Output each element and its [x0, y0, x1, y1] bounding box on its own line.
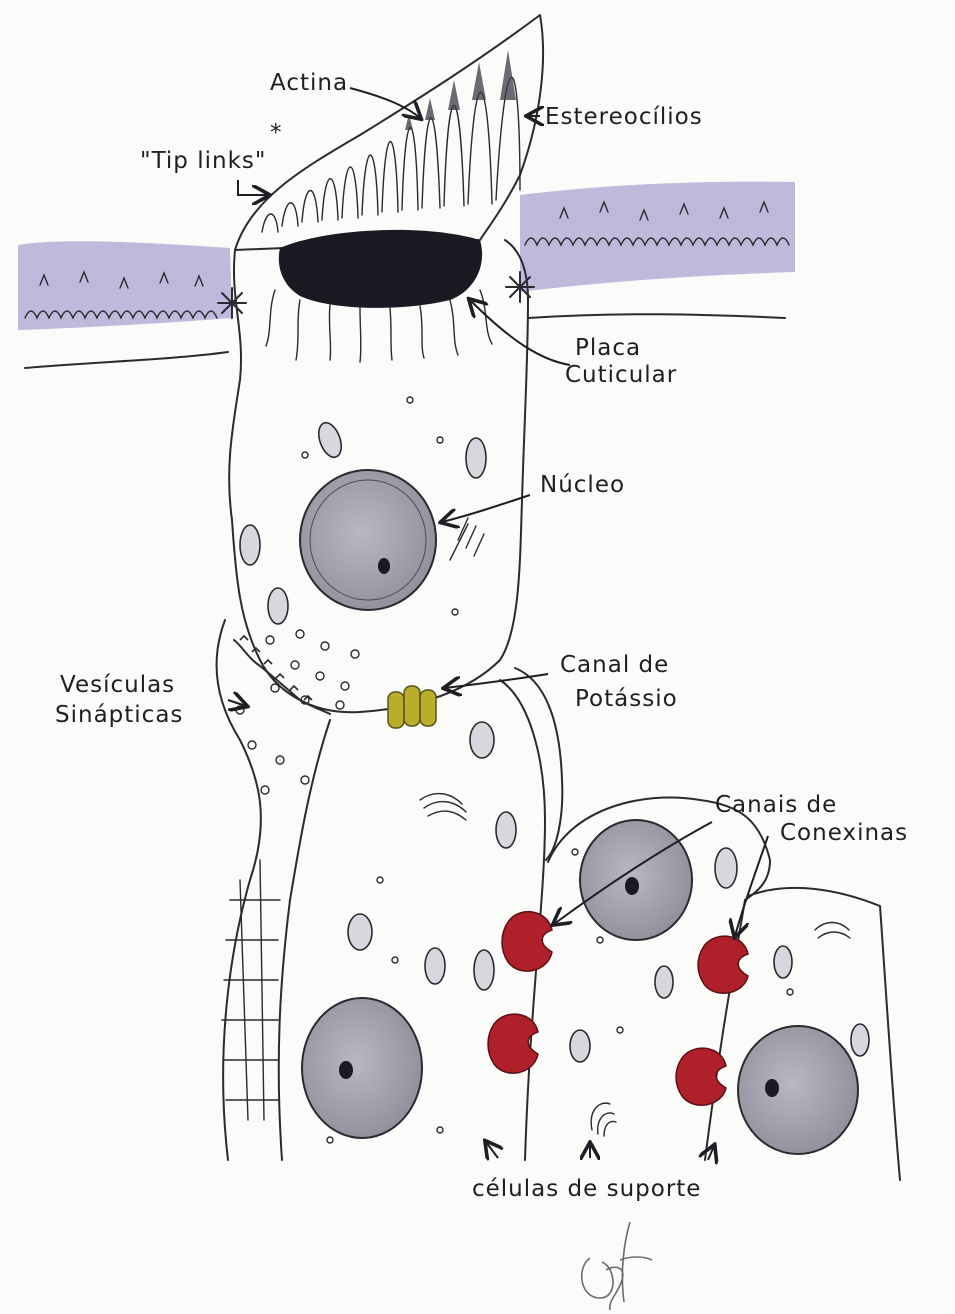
- cuticular-plate: [279, 230, 482, 308]
- label-canal-2: Potássio: [575, 686, 678, 712]
- support-nucleolus-2: [339, 1061, 353, 1079]
- label-vesiculas-2: Sinápticas: [55, 702, 183, 728]
- golgi-4: [815, 923, 850, 939]
- arrow-canais-2: [735, 836, 768, 936]
- support-nucleus-3: [738, 1026, 858, 1154]
- arrow-tip-links: [238, 180, 268, 195]
- label-tip-links-mark: *: [270, 120, 283, 146]
- membrane-right: [520, 182, 795, 292]
- label-placa-1: Placa: [575, 335, 641, 361]
- arrow-nucleo: [442, 495, 530, 522]
- support-nucleolus-1: [625, 877, 639, 895]
- label-estereocilios: Estereocílios: [545, 104, 703, 130]
- label-placa-2: Cuticular: [565, 362, 677, 388]
- connexin-channels: [488, 912, 748, 1106]
- label-canais-1: Canais de: [715, 792, 837, 818]
- actina-cores: [405, 50, 516, 130]
- synaptic-densities: [240, 636, 312, 700]
- nerve-left: [217, 620, 261, 1160]
- signature: [582, 1222, 652, 1310]
- label-actina: Actina: [270, 70, 348, 96]
- nucleolus: [378, 558, 390, 574]
- potassium-channel: [388, 686, 436, 728]
- label-canal-1: Canal de: [560, 652, 669, 678]
- nerve-mesh: [222, 860, 280, 1120]
- golgi-3: [591, 1103, 616, 1136]
- base-line-right: [528, 314, 785, 318]
- label-nucleo: Núcleo: [540, 472, 625, 498]
- base-line-left: [25, 352, 228, 368]
- label-tip-links: "Tip links": [140, 148, 266, 174]
- label-canais-2: Conexinas: [780, 820, 908, 846]
- golgi-1: [450, 518, 484, 560]
- arrow-suporte-3: [708, 1146, 714, 1160]
- support-nucleus-2: [302, 998, 422, 1138]
- support-cell-boundary-1b: [515, 668, 562, 860]
- golgi-2: [420, 794, 466, 820]
- arrow-suporte-1: [486, 1142, 498, 1158]
- support-nucleolus-3: [765, 1079, 779, 1097]
- arrow-vesiculas: [228, 700, 246, 706]
- label-celulas-suporte: células de suporte: [472, 1176, 701, 1202]
- label-vesiculas-1: Vesículas: [60, 672, 175, 698]
- hair-cell-nucleus: [300, 470, 436, 610]
